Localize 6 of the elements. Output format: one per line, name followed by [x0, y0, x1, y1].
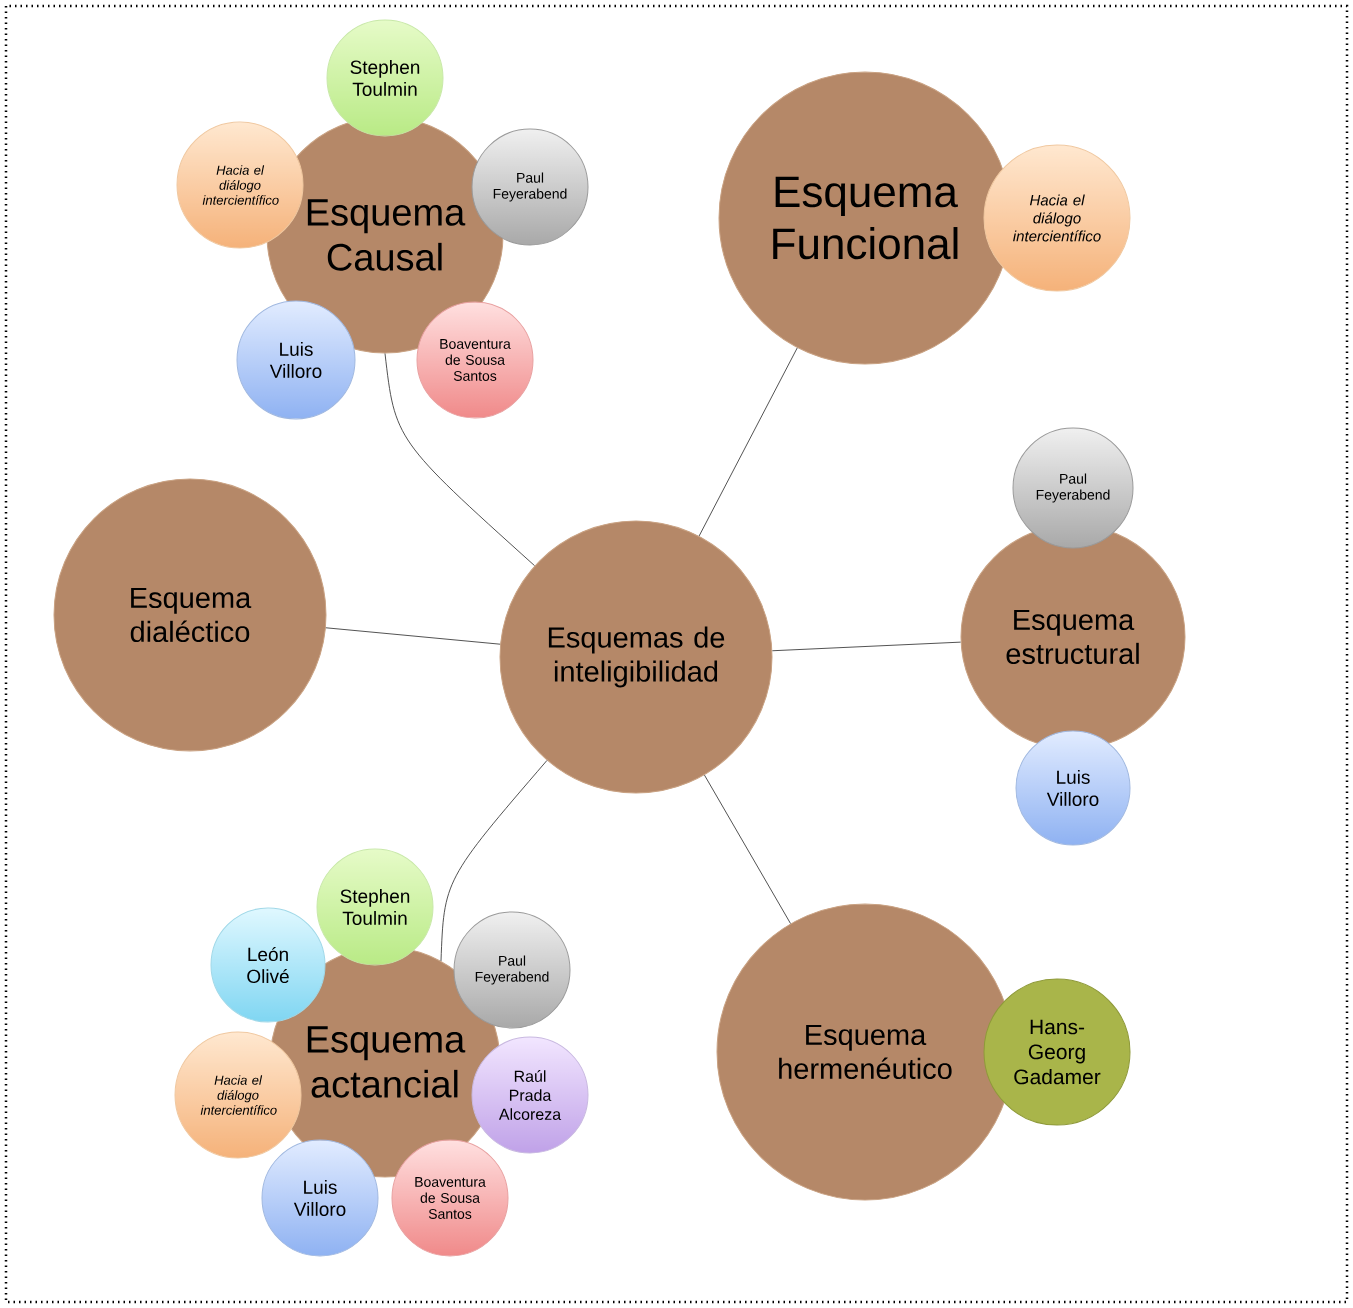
connector-line — [771, 641, 962, 652]
connector-line — [704, 774, 791, 924]
connector-line — [440, 760, 548, 962]
connector-line — [325, 627, 501, 645]
connector-line — [698, 347, 798, 537]
connector-line — [384, 353, 536, 567]
